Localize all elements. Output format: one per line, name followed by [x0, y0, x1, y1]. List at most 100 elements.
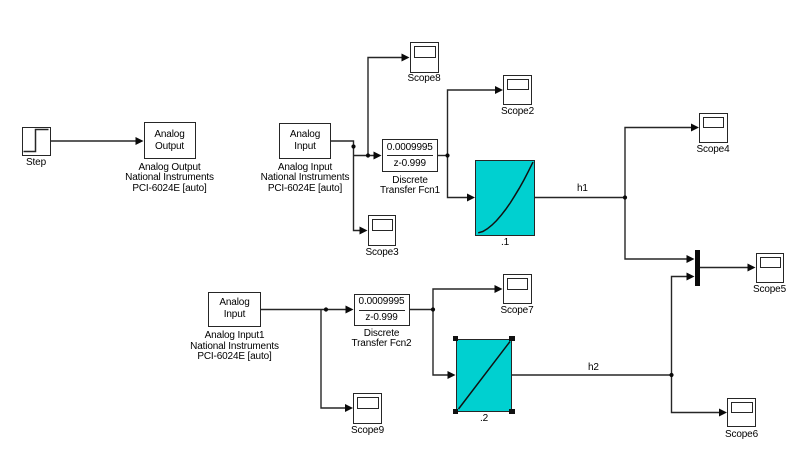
- block-label-scope5: Scope5: [752, 284, 787, 295]
- scope-screen-icon: [506, 278, 528, 290]
- scope-screen-icon: [703, 116, 724, 129]
- wire-h1-to-mux[interactable]: [624, 197, 688, 260]
- arrowhead-icon: [447, 371, 456, 379]
- block-label-analog-input: Analog Input National Instruments PCI-60…: [260, 161, 350, 195]
- block-label-step: Step: [26, 157, 46, 169]
- block-discrete-transfer-fcn1[interactable]: 0.0009995 z-0.999: [381, 139, 438, 172]
- wire-tf2-to-lookup2[interactable]: [432, 309, 449, 376]
- wire-analog-input1-to-scope9[interactable]: [320, 309, 346, 409]
- block-label-line: PCI-6024E [auto]: [197, 351, 272, 363]
- block-text-line: Analog: [154, 128, 185, 140]
- block-label-line: PCI-6024E [auto]: [267, 183, 343, 195]
- fraction-line: [358, 309, 405, 311]
- block-text-line: Output: [154, 140, 185, 152]
- block-scope3[interactable]: [367, 215, 396, 246]
- block-lookup-table-1[interactable]: [475, 159, 535, 236]
- selection-handle[interactable]: [452, 335, 459, 342]
- wire-tf1-to-scope2[interactable]: [446, 89, 497, 156]
- wire-h2-to-mux[interactable]: [670, 275, 688, 376]
- block-label-line: Analog Output: [138, 161, 201, 173]
- block-label-discrete-transfer-fcn2: Discrete Transfer Fcn2: [351, 328, 412, 351]
- selection-handle[interactable]: [509, 408, 515, 415]
- arrowhead-icon: [359, 226, 368, 235]
- wire-analog-input-to-scope8[interactable]: [367, 56, 403, 156]
- diagonal-line-icon: [457, 340, 511, 409]
- tf-numerator: 0.0009995: [386, 141, 433, 153]
- signal-label-h1[interactable]: h1: [577, 183, 588, 195]
- step-signal-icon: [23, 128, 49, 153]
- arrowhead-icon: [686, 255, 695, 263]
- block-lookup-table-2[interactable]: [455, 338, 512, 412]
- block-text-line: Input: [223, 309, 246, 321]
- scope-screen-icon: [731, 401, 753, 414]
- selection-handle[interactable]: [509, 335, 515, 342]
- block-label-scope8: Scope8: [407, 72, 441, 84]
- wire-analog-input-to-scope3[interactable]: [331, 140, 361, 232]
- block-label-line: PCI-6024E [auto]: [132, 183, 207, 195]
- arrowhead-icon: [373, 151, 382, 160]
- arrowhead-icon: [467, 193, 475, 202]
- selection-handle[interactable]: [452, 408, 459, 415]
- block-scope2[interactable]: [503, 74, 532, 105]
- branch-dot: [430, 307, 436, 312]
- wire-h1-to-scope4[interactable]: [624, 126, 692, 198]
- block-label-line: National Instruments: [190, 340, 279, 352]
- arrowhead-icon: [747, 263, 756, 272]
- curve-icon: [477, 161, 534, 234]
- wire-tf1-to-lookup1[interactable]: [446, 155, 469, 199]
- block-label-line: Discrete: [392, 174, 428, 186]
- scope-screen-icon: [413, 46, 436, 58]
- block-scope4[interactable]: [699, 112, 728, 143]
- block-scope9[interactable]: [353, 393, 382, 424]
- block-analog-input1[interactable]: Analog Input: [208, 291, 261, 327]
- block-label-discrete-transfer-fcn1: Discrete Transfer Fcn1: [380, 174, 440, 198]
- block-label-line: Transfer Fcn1: [380, 185, 440, 197]
- branch-dot: [323, 307, 329, 312]
- arrowhead-icon: [345, 305, 354, 314]
- block-label-scope2: Scope2: [500, 106, 535, 118]
- block-discrete-transfer-fcn2[interactable]: 0.0009995 z-0.999: [353, 294, 410, 326]
- block-mux[interactable]: [694, 250, 700, 286]
- tf-denominator: z-0.999: [393, 157, 426, 169]
- wire-h2-to-scope6[interactable]: [670, 375, 721, 414]
- arrowhead-icon: [495, 86, 503, 94]
- block-label-line: Analog Input: [277, 161, 333, 173]
- arrowhead-icon: [691, 123, 699, 132]
- block-step[interactable]: [22, 127, 51, 156]
- signal-label-h2[interactable]: h2: [588, 362, 599, 374]
- block-label-scope7: Scope7: [500, 305, 534, 317]
- arrowhead-icon: [135, 137, 144, 145]
- block-scope8[interactable]: [409, 42, 439, 73]
- branch-dot: [351, 144, 356, 149]
- block-label-scope9: Scope9: [350, 424, 385, 436]
- block-scope7[interactable]: [502, 274, 532, 304]
- scope-screen-icon: [357, 397, 379, 409]
- arrowhead-icon: [686, 272, 695, 281]
- fraction-line: [386, 155, 433, 156]
- arrowhead-icon: [345, 404, 353, 412]
- block-label-scope4: Scope4: [696, 144, 730, 156]
- block-scope5[interactable]: [755, 252, 784, 283]
- branch-dot: [669, 372, 674, 378]
- block-text-line: Input: [294, 141, 316, 152]
- block-label-analog-input1: Analog Input1 National Instruments PCI-6…: [190, 330, 279, 363]
- arrowhead-icon: [494, 285, 503, 293]
- block-analog-output[interactable]: Analog Output: [143, 122, 196, 159]
- wire-tf2-to-scope7[interactable]: [432, 288, 496, 310]
- block-label-line: Transfer Fcn2: [351, 338, 412, 350]
- block-label-lookup-table-1: .1: [500, 237, 510, 249]
- block-label-line: National Instruments: [260, 172, 350, 184]
- block-label-scope3: Scope3: [365, 246, 399, 258]
- block-label-lookup-table-2: .2: [479, 412, 489, 424]
- block-analog-input[interactable]: Analog Input: [279, 123, 331, 159]
- block-text-line: Analog: [219, 297, 250, 309]
- block-text-line: Analog: [289, 129, 321, 140]
- scope-screen-icon: [371, 219, 393, 231]
- block-label-scope6: Scope6: [724, 428, 759, 440]
- branch-dot: [622, 195, 628, 200]
- block-label-analog-output: Analog Output National Instruments PCI-6…: [125, 161, 214, 195]
- tf-numerator: 0.0009995: [358, 296, 405, 307]
- block-scope6[interactable]: [727, 397, 756, 427]
